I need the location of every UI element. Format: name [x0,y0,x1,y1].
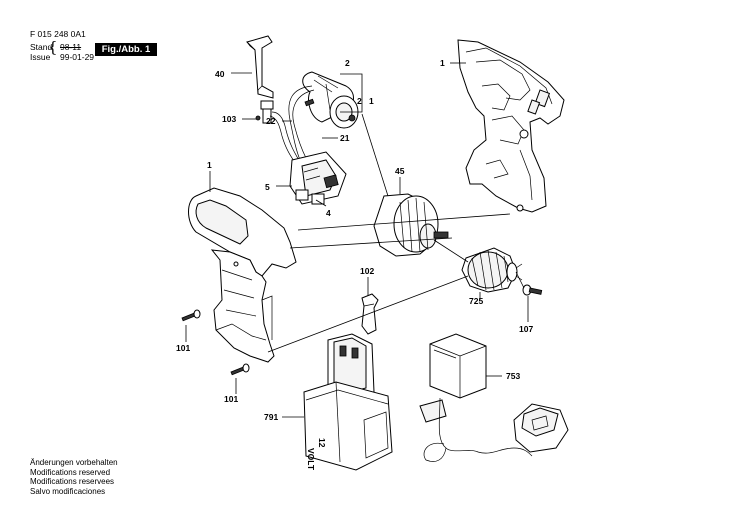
part-101-screw-b [230,363,250,376]
part-791-battery: 12 VOLT [303,333,393,471]
battery-voltage-text: 12 [317,438,327,448]
label-1-housing-right: 1 [440,58,445,68]
label-102: 102 [360,266,374,276]
label-103: 103 [222,114,236,124]
part-102-clip [361,293,379,335]
issue-value: 99-01-29 [60,52,95,62]
figure-badge: Fig./Abb. 1 [95,43,157,56]
document-number: F 015 248 0A1 [30,29,86,39]
part-45-gearbox [373,193,449,257]
part-101-screw-a [181,309,201,322]
label-22: 22 [266,116,276,126]
label-725: 725 [469,296,483,306]
part-2-motor [302,71,359,129]
label-21: 21 [340,133,350,143]
label-40: 40 [215,69,225,79]
label-2-sub-1: 1 [369,96,374,106]
part-753-charger [419,333,569,462]
issue-label: Issue [30,52,51,62]
part-1-housing-left [188,187,297,363]
label-1-housing-left: 1 [207,160,212,170]
label-791: 791 [264,412,278,422]
label-101-b: 101 [224,394,238,404]
part-107-screw [522,284,543,296]
stand-label: Stand [30,42,53,52]
note-french: Modifications reservees [30,477,115,487]
battery-unit-text: VOLT [306,448,316,471]
revision-bracket-icon: { [48,38,58,56]
label-753: 753 [506,371,520,381]
note-spanish: Salvo modificaciones [30,486,106,496]
part-725-chuck [461,247,523,293]
part-40-bracket [246,35,274,99]
label-4: 4 [326,208,331,218]
label-101-a: 101 [176,343,190,353]
label-2: 2 [345,58,350,68]
label-2-sub: 2 [357,96,362,106]
modification-notes: Änderungen vorbehalten Modifications res… [30,458,118,496]
stand-value: 98-11 [60,42,82,52]
part-5-switch [289,151,347,205]
label-45: 45 [395,166,405,176]
label-5: 5 [265,182,270,192]
note-english: Modifications reserved [30,467,111,477]
label-107: 107 [519,324,533,334]
part-1-housing-right [457,39,565,213]
note-german: Änderungen vorbehalten [30,458,118,467]
motor-wires [269,85,315,165]
leader-lines [185,62,529,418]
